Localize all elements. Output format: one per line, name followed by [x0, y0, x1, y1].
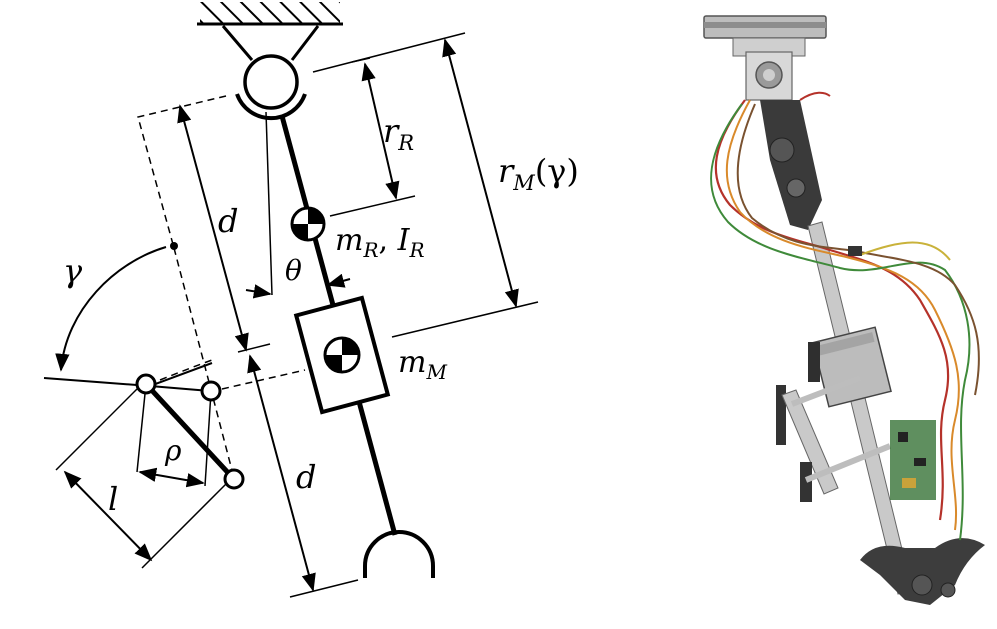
theta-arrow-left: [245, 284, 272, 299]
side-bracket-upper: [776, 385, 786, 445]
dashed-frame-side: [173, 247, 235, 479]
wire-connector: [848, 246, 862, 256]
actuator-rod: [144, 382, 234, 479]
label-gamma: γ: [63, 252, 83, 290]
joint-circle-c: [223, 468, 245, 490]
robot-mass-box: [812, 326, 892, 408]
robot-photo: [703, 15, 985, 605]
side-bracket-lower: [800, 462, 812, 502]
ceiling-hatch: [200, 2, 340, 24]
horizontal-reference-line: [43, 377, 151, 387]
robot-main-rod: [807, 221, 913, 595]
rm-dimension-arrow: [442, 38, 519, 308]
gripper-base: [860, 538, 985, 605]
l-extension-bottom: [141, 477, 233, 569]
label-r-r: rR: [383, 112, 414, 155]
joint-circle-b: [200, 380, 222, 402]
d-extension-bottom: [289, 579, 359, 598]
rm-extension-top: [312, 32, 466, 73]
cross-link: [804, 443, 892, 483]
gamma-arc-arrow: [55, 246, 167, 372]
rod-com-symbol: [290, 206, 326, 242]
label-m-m: mM: [398, 345, 447, 384]
d-upper-dimension-arrow: [177, 104, 249, 352]
rm-extension-bottom: [391, 301, 539, 338]
rho-extension-right: [204, 391, 212, 487]
support-bracket: [221, 25, 320, 61]
pendulum-schematic: rR rM(γ) d d γ θ mR, IR mM ρ l: [43, 2, 579, 598]
d-extension-mid: [237, 343, 271, 353]
label-l: l: [108, 480, 118, 518]
label-m-r-i-r: mR, IR: [335, 223, 425, 262]
label-r-m-gamma: rM(γ): [498, 152, 579, 195]
wire-green: [710, 103, 971, 541]
rho-extension-left: [136, 383, 147, 473]
vertical-reference-line: [265, 111, 273, 296]
upper-gear-icon: [769, 137, 795, 163]
joint-circle-a: [135, 373, 157, 395]
dashed-link-lower: [221, 369, 306, 390]
label-theta: θ: [285, 254, 302, 287]
rr-extension-bottom: [329, 195, 416, 217]
dashed-link-upper: [159, 359, 213, 381]
rho-dimension-arrow: [138, 467, 205, 488]
theta-arrow-right: [326, 273, 351, 288]
wire-yellow: [859, 241, 951, 261]
pivot-joint: [243, 54, 299, 110]
label-d-lower: d: [296, 458, 316, 496]
label-d-upper: d: [218, 202, 238, 240]
side-linkage-arm: [781, 389, 839, 495]
upper-motor-assembly: [760, 100, 822, 230]
wire-orange: [725, 99, 960, 531]
d-lower-dimension-arrow: [247, 354, 316, 592]
rr-dimension-arrow: [361, 62, 400, 200]
gamma-pivot-dot: [170, 242, 178, 250]
pivot-socket: [235, 93, 307, 121]
dashed-frame-top: [137, 95, 227, 249]
label-rho: ρ: [164, 434, 182, 467]
gripper-gear-icon: [911, 574, 933, 596]
l-extension-top: [55, 385, 141, 471]
l-dimension-arrow: [63, 470, 153, 562]
mass-com-symbol: [323, 336, 361, 374]
link-bar-upper: [149, 362, 213, 387]
lower-socket: [363, 530, 435, 578]
rr-extension-top: [351, 57, 371, 63]
link-bar-lower: [149, 385, 211, 392]
